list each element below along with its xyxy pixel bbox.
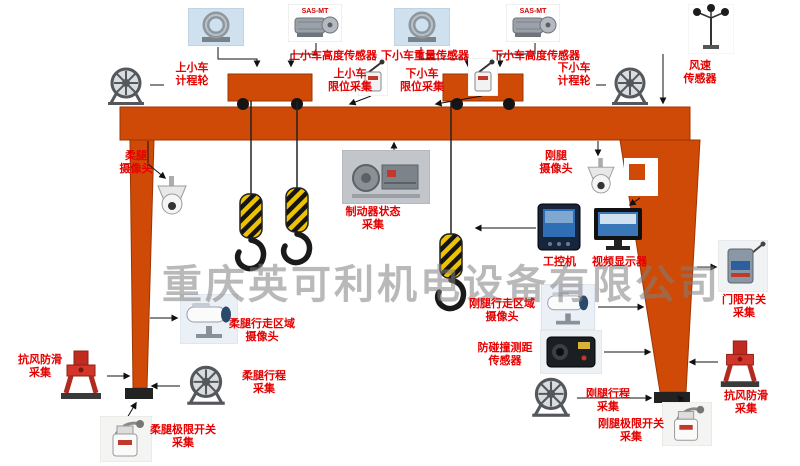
label-door-limit-switch: 门限开关 采集 [722,294,766,319]
label-lower-trolley-odometer: 下小车 计程轮 [557,62,591,87]
rail-clamp-icon [716,338,764,390]
pulley-block [285,187,309,233]
label-lower-trolley-weight-sensor: 下小车重量传感器 [381,50,469,62]
label-flexible-leg-area-camera: 柔腿行走区域 摄像头 [229,318,295,343]
label-rigid-leg-camera: 刚腿 摄像头 [539,150,573,175]
dome-camera-icon [150,176,194,226]
label-video-display: 视频显示器 [592,256,647,268]
label-flexible-leg-travel: 柔腿行程 采集 [242,370,286,395]
crane-beam [119,106,691,141]
label-rigid-leg-area-camera: 刚腿行走区域 摄像头 [469,298,535,323]
label-lower-trolley-height-sensor: 下小车高度传感器 [492,50,580,62]
load-cell-sensor-icon [394,8,450,46]
label-rigid-leg-travel: 刚腿行程 采集 [586,388,630,413]
label-flexible-leg-camera: 柔腿 摄像头 [119,150,153,175]
odometer-wheel-icon [102,66,150,106]
label-upper-trolley-height-sensor: 上小车高度传感器 [289,50,377,62]
odometer-wheel-icon [181,364,231,406]
door-limit-switch-icon [718,240,768,292]
rigid-leg-foot [654,392,690,403]
label-wind-speed-sensor: 风速 传感器 [683,60,717,85]
encoder-motor-icon [506,4,560,42]
label-flexible-leg-limit: 柔腿极限开关 采集 [150,424,216,449]
limit-switch-icon [468,58,498,96]
monitor-icon [594,208,642,250]
label-lower-trolley-limit: 下小车 限位采集 [400,68,444,93]
company-watermark: 重庆英可利机电设备有限公司 [162,263,721,307]
dome-camera-icon [580,158,622,204]
label-anti-wind-skid-left: 抗风防滑 采集 [18,354,62,379]
brake-machinery-photo [342,150,430,204]
anemometer-icon [688,4,734,54]
odometer-wheel-icon [606,66,654,106]
label-anti-collision-sensor: 防碰撞测距 传感器 [477,342,533,367]
touch-panel-ipc-icon [537,203,581,251]
label-brake-status: 制动器状态 采集 [345,206,401,231]
label-industrial-pc: 工控机 [543,256,576,268]
label-upper-trolley-odometer: 上小车 计程轮 [175,62,209,87]
label-anti-wind-skid-right: 抗风防滑 采集 [724,390,768,415]
label-rigid-leg-limit: 刚腿极限开关 采集 [598,418,664,443]
laser-distance-sensor-icon [540,330,602,374]
encoder-motor-icon [288,4,342,42]
upper-trolley [227,73,313,102]
flexible-leg-foot [125,388,153,399]
odometer-wheel-icon [526,376,576,418]
label-upper-trolley-limit: 上小车 限位采集 [328,68,372,93]
load-cell-sensor-icon [188,8,244,46]
pulley-block [239,193,263,239]
